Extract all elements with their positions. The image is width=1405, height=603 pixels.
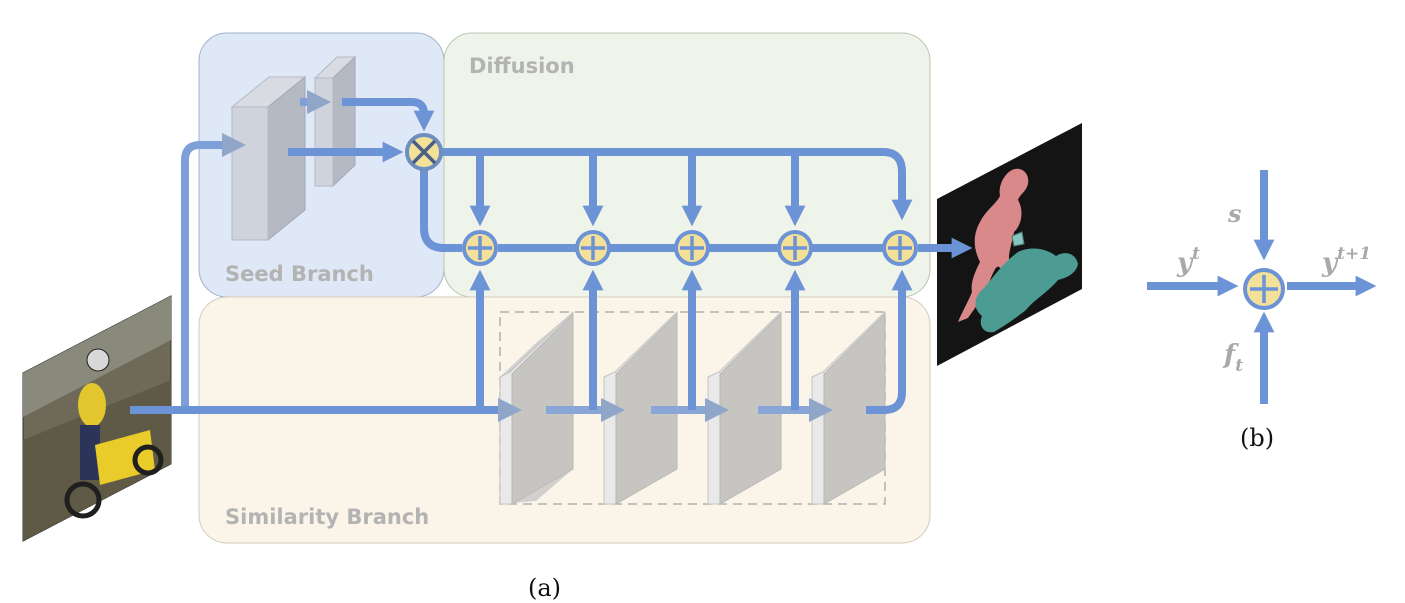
seed-output-block <box>313 55 357 188</box>
seed-layer-block <box>230 75 307 242</box>
connections <box>130 90 973 422</box>
bike-segment <box>975 248 1078 333</box>
input-to-seed-arrow <box>130 133 246 414</box>
add-node <box>674 230 710 266</box>
input-image <box>22 295 172 542</box>
similarity-slice-2 <box>603 310 678 505</box>
similarity-branch-label: Similarity Branch <box>225 505 429 529</box>
input-label: yt <box>1176 244 1200 278</box>
multiply-to-chain <box>420 170 462 252</box>
output-mask-image <box>937 123 1082 366</box>
add-node <box>462 230 498 266</box>
add-node <box>882 230 918 266</box>
seed-branch-label: Seed Branch <box>225 262 374 286</box>
output-label: yt+1 <box>1321 244 1371 278</box>
caption-a: (a) <box>528 574 561 602</box>
diffusion-label: Diffusion <box>469 54 575 78</box>
similarity-slice-1 <box>499 310 574 505</box>
multiply-to-last-step <box>442 148 913 221</box>
similarity-slice-4 <box>811 310 886 505</box>
similarity-slice-3 <box>707 310 782 505</box>
unit-add-node <box>1243 268 1285 310</box>
seed-input-label: s <box>1227 199 1242 228</box>
add-node <box>777 230 813 266</box>
add-node <box>575 230 611 266</box>
block-to-multiply-arrow <box>342 98 435 132</box>
person-segment <box>958 168 1029 322</box>
diffusion-unit-diagram <box>1147 170 1377 404</box>
multiply-node <box>405 133 443 171</box>
caption-b: (b) <box>1240 424 1274 452</box>
similarity-input-label: ft <box>1222 340 1243 376</box>
